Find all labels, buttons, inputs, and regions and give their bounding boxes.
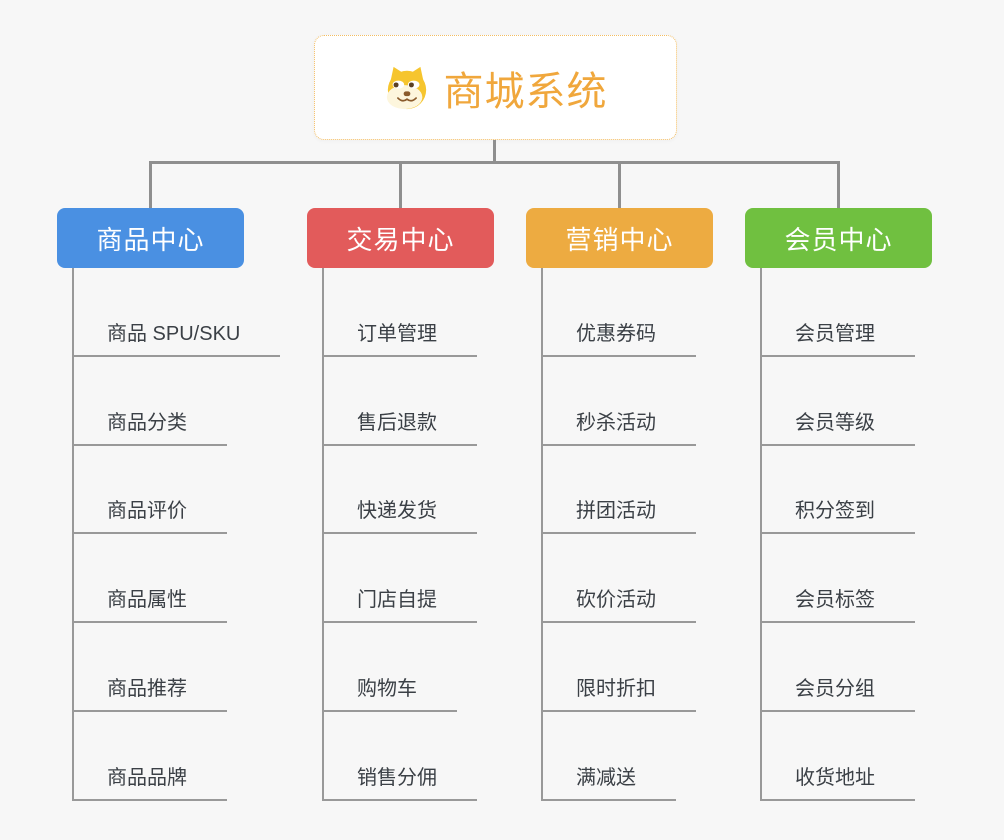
branch-trunk-line — [72, 268, 74, 801]
leaf-node[interactable]: 商品 SPU/SKU — [73, 318, 281, 357]
leaf-node[interactable]: 订单管理 — [323, 318, 477, 357]
leaf-node[interactable]: 商品分类 — [73, 407, 227, 446]
leaf-node[interactable]: 满减送 — [542, 762, 676, 801]
branch-node-2[interactable]: 交易中心 — [307, 208, 494, 268]
branch-trunk-line — [322, 268, 324, 801]
leaf-node[interactable]: 购物车 — [323, 673, 457, 712]
root-stem-line — [493, 140, 496, 164]
leaf-node[interactable]: 销售分佣 — [323, 762, 477, 801]
leaf-node[interactable]: 商品评价 — [73, 495, 227, 534]
leaf-node[interactable]: 商品属性 — [73, 584, 227, 623]
leaf-node[interactable]: 积分签到 — [761, 495, 915, 534]
branch-drop-line — [399, 161, 402, 208]
leaf-node[interactable]: 快递发货 — [323, 495, 477, 534]
branch-node-1[interactable]: 商品中心 — [57, 208, 244, 268]
branch-drop-line — [618, 161, 621, 208]
leaf-node[interactable]: 商品推荐 — [73, 673, 227, 712]
leaf-node[interactable]: 拼团活动 — [542, 495, 696, 534]
leaf-node[interactable]: 收货地址 — [761, 762, 915, 801]
leaf-node[interactable]: 售后退款 — [323, 407, 477, 446]
branch-node-4[interactable]: 会员中心 — [745, 208, 932, 268]
branch-drop-line — [149, 161, 152, 208]
leaf-node[interactable]: 门店自提 — [323, 584, 477, 623]
root-node[interactable]: 商城系统 — [314, 35, 677, 140]
doge-face-icon — [384, 65, 430, 111]
root-title: 商城系统 — [443, 69, 608, 114]
branch-trunk-line — [760, 268, 762, 801]
leaf-node[interactable]: 会员等级 — [761, 407, 915, 446]
leaf-node[interactable]: 秒杀活动 — [542, 407, 696, 446]
leaf-node[interactable]: 商品品牌 — [73, 762, 227, 801]
branch-trunk-line — [541, 268, 543, 801]
leaf-node[interactable]: 限时折扣 — [542, 673, 696, 712]
leaf-node[interactable]: 优惠券码 — [542, 318, 696, 357]
leaf-node[interactable]: 会员分组 — [761, 673, 915, 712]
leaf-node[interactable]: 会员管理 — [761, 318, 915, 357]
branch-node-3[interactable]: 营销中心 — [526, 208, 713, 268]
branch-drop-line — [837, 161, 840, 208]
leaf-node[interactable]: 砍价活动 — [542, 584, 696, 623]
branch-bus-line — [149, 161, 840, 164]
leaf-node[interactable]: 会员标签 — [761, 584, 915, 623]
